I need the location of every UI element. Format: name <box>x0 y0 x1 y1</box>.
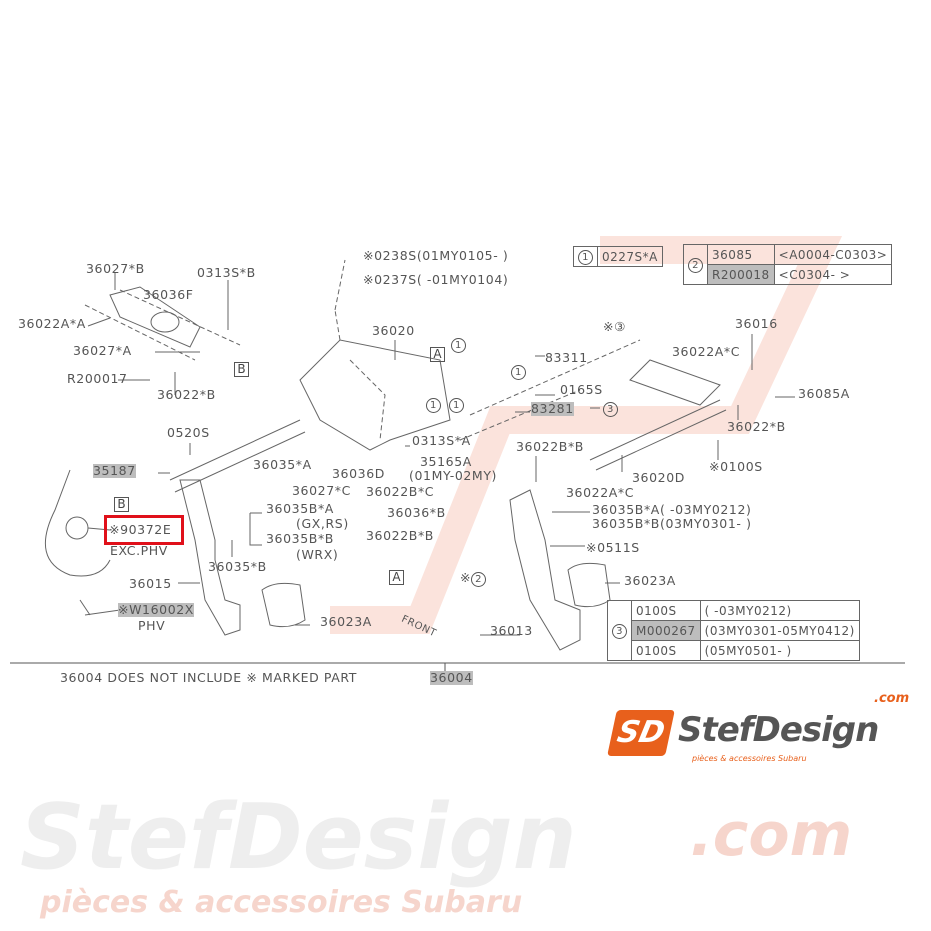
label-35187: 35187 <box>93 463 136 478</box>
label-83281: 83281 <box>531 401 574 416</box>
label-0237S: ※0237S( -01MY0104) <box>363 272 509 287</box>
label-gx-rs: (GX,RS) <box>296 516 349 531</box>
label-36022AC: 36022A*C <box>672 344 741 359</box>
circle-marker-1: 1 <box>578 249 593 265</box>
logo-name: StefDesign <box>678 710 879 750</box>
ref-box-b: B <box>114 497 129 512</box>
label-36020D: 36020D <box>632 470 685 485</box>
watermark-name: StefDesign <box>20 785 577 890</box>
table1-part: 0227S*A <box>597 246 663 267</box>
ref-box-a: A <box>430 347 445 362</box>
table3-range: ( -03MY0212) <box>699 600 860 621</box>
table3-range: (05MY0501- ) <box>699 640 860 661</box>
brake-pedal <box>509 489 581 651</box>
label-36013: 36013 <box>490 623 533 638</box>
pedal-pad-right <box>567 562 611 608</box>
table3-part: 0100S <box>631 640 701 661</box>
label-note-3: ※③ <box>603 319 626 334</box>
label-36036F: 36036F <box>143 287 194 302</box>
circle-marker-3: 3 <box>612 623 627 639</box>
table3-range: (03MY0301-05MY0412) <box>699 620 860 641</box>
circle-1: 1 <box>449 397 464 413</box>
footer-note: 36004 DOES NOT INCLUDE ※ MARKED PART <box>60 670 358 685</box>
label-90372E: ※90372E <box>109 522 172 537</box>
label-36036B: 36036*B <box>387 505 446 520</box>
label-note-2: ※2 <box>460 571 487 587</box>
ref-box-b: B <box>234 362 249 377</box>
label-0165S: 0165S <box>560 382 603 397</box>
label-36022BC: 36022B*C <box>366 484 435 499</box>
table2-part: 36085 <box>707 244 775 265</box>
table3-part: M000267 <box>631 620 701 641</box>
table2-range: <C0304- > <box>773 264 893 285</box>
label-0100S: ※0100S <box>709 459 763 474</box>
label-R200017: R200017 <box>67 371 128 386</box>
circle-1: 1 <box>511 364 526 380</box>
label-36035BA-left: 36035B*A <box>266 501 334 516</box>
pedal-shaft <box>169 419 306 493</box>
master-cylinder <box>109 286 201 348</box>
label-36036D: 36036D <box>332 466 385 481</box>
watermark-domain: .com <box>690 800 853 870</box>
label-36035BB-left: 36035B*B <box>266 531 334 546</box>
label-wrx: (WRX) <box>296 547 339 562</box>
table2-range: <A0004-C0303> <box>773 244 893 265</box>
stefdesign-logo: .com SD StefDesign pièces & accessoires … <box>607 692 927 777</box>
label-36027C: 36027*C <box>292 483 351 498</box>
label-01MY-02MY: (01MY-02MY) <box>409 468 498 483</box>
label-36023A: 36023A <box>320 614 372 629</box>
pedal-bracket <box>299 339 451 451</box>
brake-bracket <box>629 359 721 406</box>
logo-tagline: pièces & accessoires Subaru <box>692 754 807 763</box>
pedal-pad-left <box>261 582 306 628</box>
clutch-pedal <box>179 479 241 636</box>
label-36020: 36020 <box>372 323 415 338</box>
table3-part: 0100S <box>631 600 701 621</box>
label-36035B: 36035*B <box>208 559 267 574</box>
label-36023A: 36023A <box>624 573 676 588</box>
label-36022BB: 36022B*B <box>516 439 584 454</box>
circle-marker-2: 2 <box>688 257 703 273</box>
logo-domain: .com <box>874 691 910 706</box>
label-36016: 36016 <box>735 316 778 331</box>
label-0313SA: 0313S*A <box>412 433 471 448</box>
label-36022B: 36022*B <box>157 387 216 402</box>
circle-3: 3 <box>603 401 618 417</box>
circle-1: 1 <box>451 337 466 353</box>
label-0511S: ※0511S <box>586 540 640 555</box>
label-36035A: 36035*A <box>253 457 312 472</box>
label-0313SB: 0313S*B <box>197 265 256 280</box>
label-35165A: 35165A <box>420 454 472 469</box>
label-exc-phv: EXC.PHV <box>110 543 168 558</box>
label-phv: PHV <box>138 618 166 633</box>
label-36022AC: 36022A*C <box>566 485 635 500</box>
label-36022AA: 36022A*A <box>18 316 86 331</box>
ref-box-a: A <box>389 570 404 585</box>
logo-mark: SD <box>607 710 675 756</box>
label-36027B: 36027*B <box>86 261 145 276</box>
label-36027A: 36027*A <box>73 343 132 358</box>
label-36035BB-right: 36035B*B(03MY0301- ) <box>592 516 752 531</box>
label-36022B: 36022*B <box>727 419 786 434</box>
label-83311: 83311 <box>545 350 588 365</box>
clutch-cable <box>44 469 111 577</box>
label-0520S: 0520S <box>167 425 210 440</box>
label-36022BB: 36022B*B <box>366 528 434 543</box>
circle-1: 1 <box>426 397 441 413</box>
label-0238S: ※0238S(01MY0105- ) <box>363 248 509 263</box>
highlight-box <box>104 515 184 545</box>
table2-part: R200018 <box>707 264 775 285</box>
watermark-tagline: pièces & accessoires Subaru <box>40 885 523 920</box>
label-36085A: 36085A <box>798 386 850 401</box>
label-36035BA-right: 36035B*A( -03MY0212) <box>592 502 752 517</box>
label-36015: 36015 <box>129 576 172 591</box>
label-W16002X: ※W16002X <box>118 602 194 617</box>
assembly-number: 36004 <box>430 670 473 685</box>
